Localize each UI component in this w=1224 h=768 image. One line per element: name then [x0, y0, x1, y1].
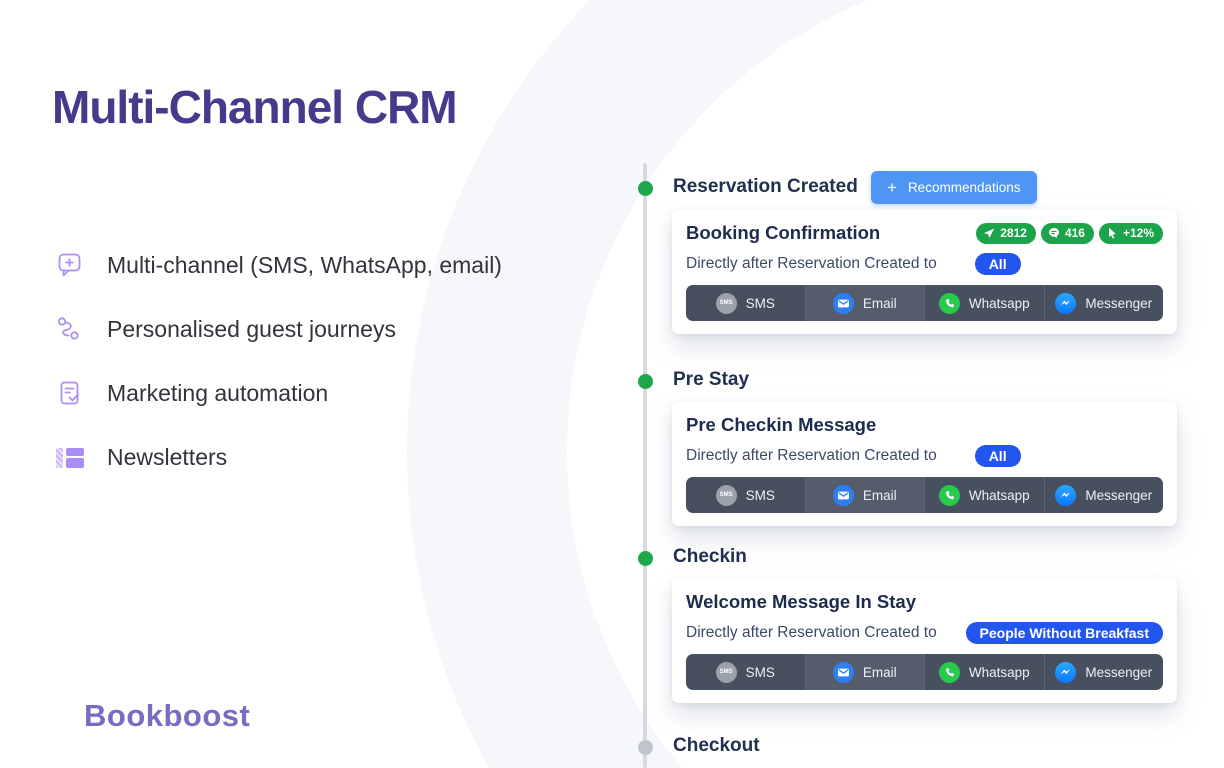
email-icon [832, 484, 854, 506]
clipboard-check-icon [55, 378, 85, 408]
feature-guest-journeys: Personalised guest journeys [55, 310, 502, 348]
channel-messenger[interactable]: Messenger [1043, 285, 1164, 321]
timeline-dot-pre-stay [638, 374, 653, 389]
sms-icon: SMS [715, 661, 737, 683]
audience-pill[interactable]: All [974, 253, 1021, 275]
page-title: Multi-Channel CRM [52, 81, 458, 133]
feature-multi-channel: Multi-channel (SMS, WhatsApp, email) [55, 246, 502, 284]
whatsapp-icon [938, 484, 960, 506]
journey-icon [55, 314, 85, 344]
channel-messenger[interactable]: Messenger [1043, 477, 1164, 513]
channel-bar: SMS SMS Email Whatsapp Messenger [686, 285, 1163, 321]
card-pre-checkin-message[interactable]: Pre Checkin Message Directly after Reser… [672, 402, 1177, 526]
reply-count-badge: 416 [1040, 222, 1094, 244]
feature-label: Personalised guest journeys [107, 315, 396, 342]
audience-pill[interactable]: People Without Breakfast [965, 622, 1163, 644]
channel-sms[interactable]: SMS SMS [686, 654, 805, 690]
messenger-icon [1055, 292, 1077, 314]
channel-bar: SMS SMS Email Whatsapp Messenger [686, 654, 1163, 690]
card-title: Welcome Message In Stay [686, 591, 916, 612]
channel-bar: SMS SMS Email Whatsapp Messenger [686, 477, 1163, 513]
section-label-checkin: Checkin [673, 546, 747, 567]
email-icon [832, 292, 854, 314]
section-label-checkout: Checkout [673, 735, 760, 756]
timeline-dot-reservation-created [638, 181, 653, 196]
card-booking-confirmation[interactable]: Booking Confirmation 2812 416 +12% [672, 210, 1177, 334]
timeline-dot-checkout [638, 740, 653, 755]
sms-icon: SMS [715, 484, 737, 506]
audience-pill[interactable]: All [974, 445, 1021, 467]
card-title: Pre Checkin Message [686, 414, 877, 435]
channel-email[interactable]: Email [804, 654, 924, 690]
sent-count-badge: 2812 [976, 222, 1036, 244]
card-title: Booking Confirmation [686, 222, 881, 243]
card-welcome-message-in-stay[interactable]: Welcome Message In Stay Directly after R… [672, 579, 1177, 703]
cursor-icon [1108, 227, 1116, 239]
timeline-dot-checkin [638, 551, 653, 566]
channel-whatsapp[interactable]: Whatsapp [924, 285, 1044, 321]
channel-whatsapp[interactable]: Whatsapp [924, 477, 1044, 513]
channel-email[interactable]: Email [804, 477, 924, 513]
conversion-badge: +12% [1098, 222, 1163, 244]
sms-icon: SMS [715, 292, 737, 314]
email-icon [832, 661, 854, 683]
chat-plus-icon [55, 250, 85, 280]
channel-sms[interactable]: SMS SMS [686, 477, 805, 513]
channel-messenger[interactable]: Messenger [1043, 654, 1164, 690]
recommendations-button-label: Recommendations [907, 180, 1021, 195]
card-subtitle: Directly after Reservation Created to [686, 255, 937, 272]
chat-icon [1048, 228, 1059, 238]
card-subtitle: Directly after Reservation Created to [686, 447, 937, 464]
card-subtitle: Directly after Reservation Created to [686, 624, 937, 641]
whatsapp-icon [938, 661, 960, 683]
newsletter-icon [55, 442, 85, 472]
feature-marketing-automation: Marketing automation [55, 374, 502, 412]
plus-icon: + [887, 178, 897, 197]
channel-whatsapp[interactable]: Whatsapp [924, 654, 1044, 690]
section-label-pre-stay: Pre Stay [673, 369, 750, 390]
channel-sms[interactable]: SMS SMS [686, 285, 805, 321]
send-icon [984, 228, 995, 238]
feature-list: Multi-channel (SMS, WhatsApp, email) Per… [55, 246, 502, 502]
feature-label: Multi-channel (SMS, WhatsApp, email) [107, 251, 502, 278]
timeline-line [643, 163, 647, 768]
messenger-icon [1055, 661, 1077, 683]
bookboost-logo: Bookboost [84, 698, 251, 733]
channel-email[interactable]: Email [804, 285, 924, 321]
feature-label: Marketing automation [107, 379, 329, 406]
stat-badges: 2812 416 +12% [976, 222, 1163, 244]
section-label-reservation-created: Reservation Created [673, 176, 858, 197]
feature-label: Newsletters [107, 443, 228, 470]
feature-newsletters: Newsletters [55, 438, 502, 476]
recommendations-button[interactable]: + Recommendations [871, 171, 1037, 204]
messenger-icon [1055, 484, 1077, 506]
whatsapp-icon [938, 292, 960, 314]
